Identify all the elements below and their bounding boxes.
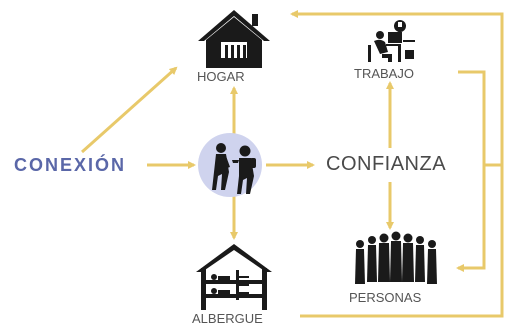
bunk-bed-shelter-icon (196, 244, 272, 310)
arrow-loop-right (456, 70, 486, 272)
personas-label: PERSONAS (349, 290, 422, 305)
arrow-conexion-to-hogar (81, 66, 178, 154)
crowd-icon (355, 231, 437, 284)
hogar-label: HOGAR (197, 69, 245, 84)
house-icon (198, 10, 270, 68)
albergue-label: ALBERGUE (192, 311, 263, 326)
walking-family-icon (198, 133, 262, 197)
trabajo-label: TRABAJO (354, 66, 414, 81)
conexion-label: CONEXIÓN (14, 155, 127, 175)
office-worker-icon (368, 20, 415, 62)
confianza-label: CONFIANZA (326, 153, 447, 175)
